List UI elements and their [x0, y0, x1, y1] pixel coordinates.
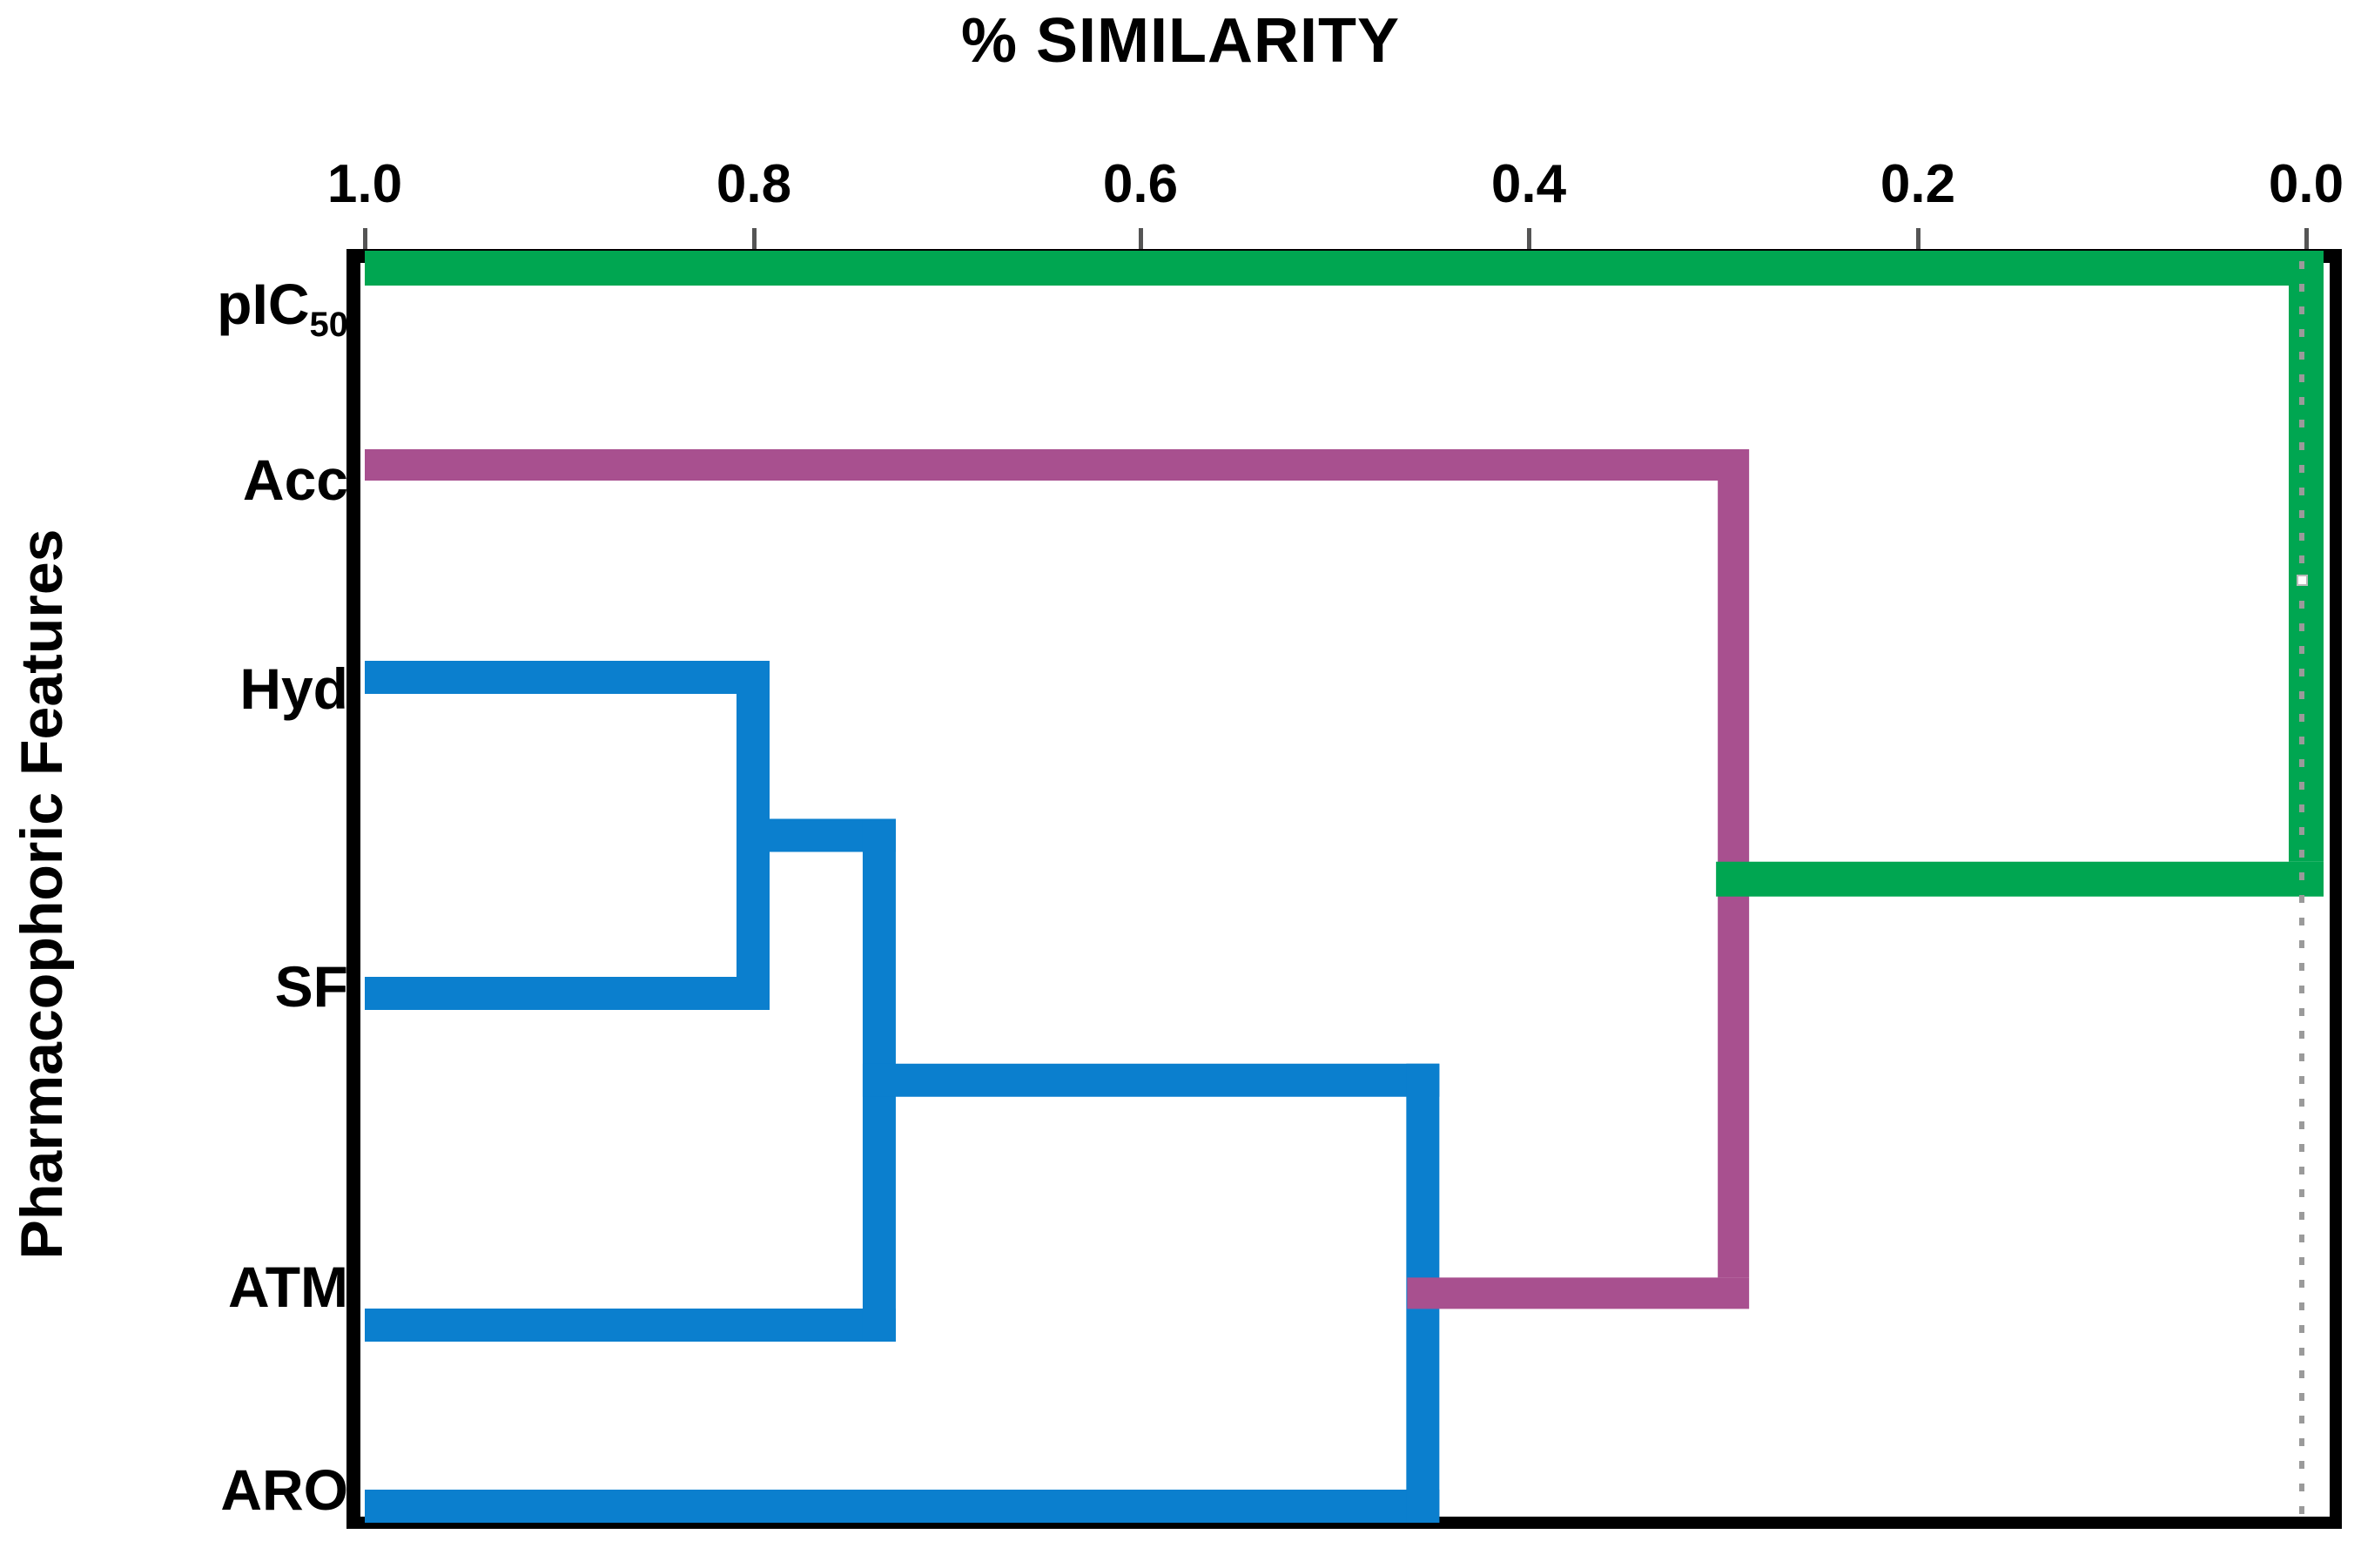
- leaf-label-hyd: Hyd: [239, 656, 348, 721]
- root-node-marker: [2297, 575, 2308, 586]
- leaf-label-aro: ARO: [220, 1457, 348, 1522]
- leaf-label-sf: SF: [274, 954, 348, 1019]
- x-tick-mark-3: [1139, 228, 1143, 249]
- x-tick-label-3: 0.6: [1102, 154, 1179, 214]
- x-tick-mark-4: [1527, 228, 1531, 249]
- x-tick-label-4: 0.4: [1490, 154, 1567, 214]
- leaf-label-pic50-subscript: 50: [309, 306, 349, 344]
- leaf-label-acc: Acc: [242, 448, 348, 512]
- chart-title: % SIMILARITY: [960, 6, 1400, 76]
- x-tick-label-2: 0.8: [716, 154, 792, 214]
- x-tick-label-6: 0.0: [2268, 154, 2344, 214]
- dendrogram-plot: [365, 251, 2324, 1523]
- leaf-label-pic50: pIC50: [0, 272, 348, 342]
- x-tick-label-1: 1.0: [326, 154, 403, 214]
- leaf-label-atm: ATM: [227, 1255, 348, 1319]
- x-tick-mark-2: [752, 228, 757, 249]
- dendrogram-link-group: [365, 251, 2324, 1523]
- leaf-label-pic50-text: pIC: [217, 272, 310, 336]
- x-tick-mark-5: [1916, 228, 1920, 249]
- x-tick-mark-1: [363, 228, 367, 249]
- x-tick-label-5: 0.2: [1880, 154, 1956, 214]
- root-dotted-guide: [2299, 261, 2304, 1525]
- x-tick-mark-6: [2304, 228, 2309, 249]
